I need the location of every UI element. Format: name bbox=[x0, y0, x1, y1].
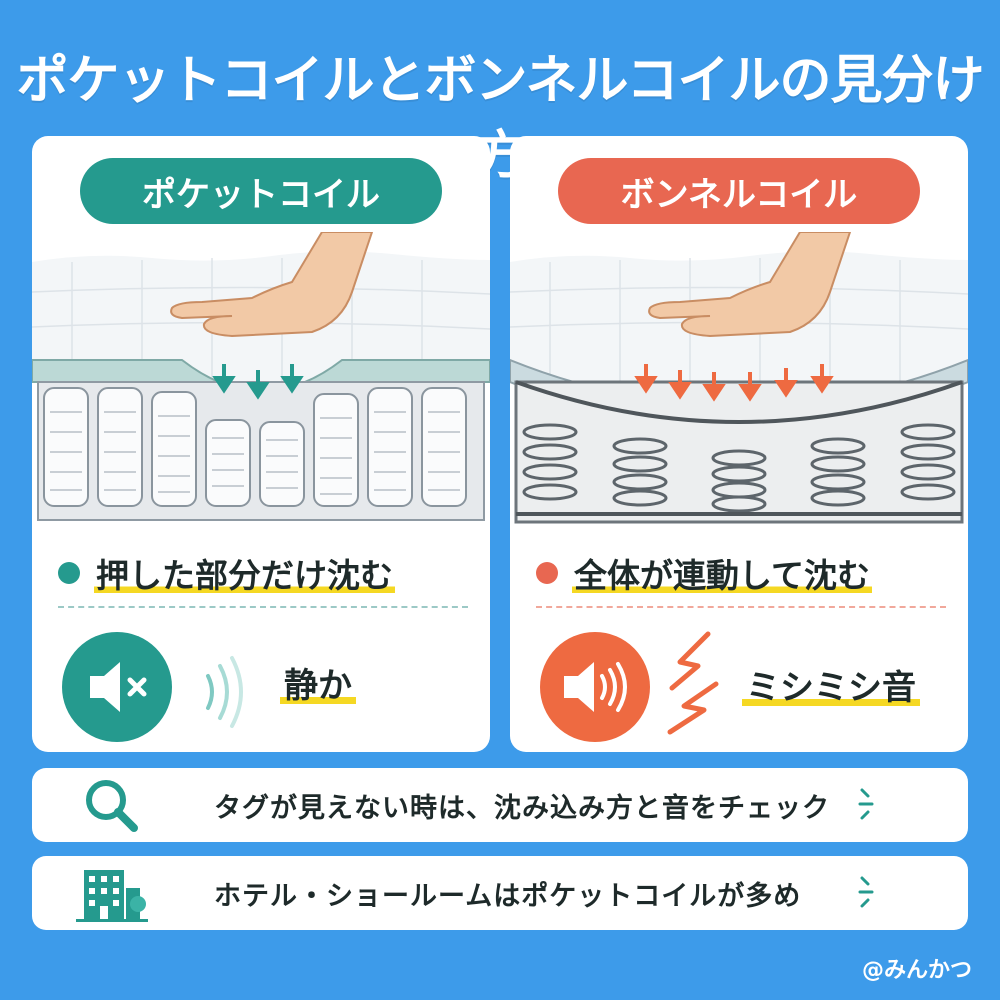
accent-lines-icon bbox=[858, 876, 874, 908]
pocket-coil-illustration bbox=[32, 231, 490, 532]
accent-lines-icon bbox=[858, 788, 874, 820]
bonnell-coil-panel: ボンネルコイル bbox=[510, 136, 968, 752]
credit: @みんかつ bbox=[861, 958, 972, 983]
sound-wave-icon bbox=[206, 656, 243, 728]
noise-zigzag-icon bbox=[667, 631, 719, 735]
bullet-dot bbox=[58, 562, 80, 584]
bonnell-spring-group bbox=[522, 423, 956, 513]
tip-bar-check: タグが見えない時は、沈み込み方と音をチェック bbox=[32, 768, 968, 842]
pocket-coil-caption: 押した部分だけ沈む bbox=[58, 549, 395, 597]
bonnell-coil-illustration bbox=[510, 231, 968, 532]
pocket-coil-heading: ポケットコイル bbox=[80, 158, 442, 224]
pocket-coil-sound-label: 静か bbox=[280, 658, 356, 707]
bonnell-coil-heading: ボンネルコイル bbox=[558, 158, 920, 224]
bonnell-coil-sound-label: ミシミシ音 bbox=[742, 660, 920, 709]
pocket-spring-group bbox=[43, 387, 467, 507]
tip-bar-hotel: ホテル・ショールームはポケットコイルが多め bbox=[32, 856, 968, 930]
bonnell-coil-caption: 全体が連動して沈む bbox=[536, 549, 873, 597]
divider bbox=[58, 606, 468, 608]
speaker-muted-icon bbox=[62, 632, 172, 742]
pocket-coil-sound: 静か bbox=[32, 628, 490, 742]
bonnell-coil-caption-text: 全体が連動して沈む bbox=[572, 549, 873, 597]
speaker-loud-icon bbox=[540, 632, 650, 742]
bullet-dot bbox=[536, 562, 558, 584]
divider bbox=[536, 606, 946, 608]
pocket-coil-panel: ポケットコイル bbox=[32, 136, 490, 752]
bonnell-coil-sound: ミシミシ音 bbox=[510, 628, 968, 742]
tip-text: タグが見えない時は、沈み込み方と音をチェック bbox=[214, 792, 830, 824]
pocket-coil-caption-text: 押した部分だけ沈む bbox=[94, 549, 395, 597]
building-icon bbox=[76, 864, 148, 922]
magnifier-icon bbox=[76, 776, 148, 834]
tip-text: ホテル・ショールームはポケットコイルが多め bbox=[214, 880, 802, 912]
